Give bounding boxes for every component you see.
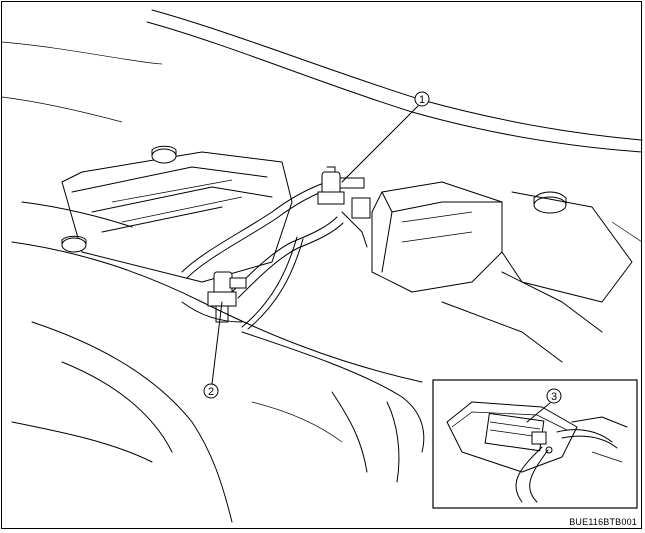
inset-detail: 3 bbox=[432, 379, 638, 509]
callout-3: 3 bbox=[526, 388, 562, 423]
callout-2-leader bbox=[211, 301, 223, 385]
callout-3-leader bbox=[526, 402, 551, 423]
callout-1: 1 bbox=[341, 91, 430, 183]
callout-1-leader bbox=[341, 105, 419, 183]
figure-code: BUE116BTB001 bbox=[569, 517, 637, 527]
solenoid-valve-1 bbox=[317, 166, 371, 248]
air-cleaner-box bbox=[371, 181, 503, 293]
callout-1-label: 1 bbox=[419, 94, 425, 106]
callout-3-label: 3 bbox=[551, 391, 557, 403]
hoses bbox=[181, 181, 344, 330]
right-components bbox=[441, 191, 643, 363]
body-lines bbox=[11, 201, 425, 523]
callout-3-circle bbox=[546, 388, 562, 404]
callout-2-circle bbox=[203, 383, 219, 399]
callout-1-circle bbox=[414, 91, 430, 107]
solenoid-valve-2 bbox=[207, 271, 247, 323]
engine-block bbox=[61, 145, 293, 283]
callout-2-label: 2 bbox=[208, 386, 214, 398]
callout-2: 2 bbox=[203, 301, 223, 399]
hood-outline bbox=[2, 9, 643, 153]
